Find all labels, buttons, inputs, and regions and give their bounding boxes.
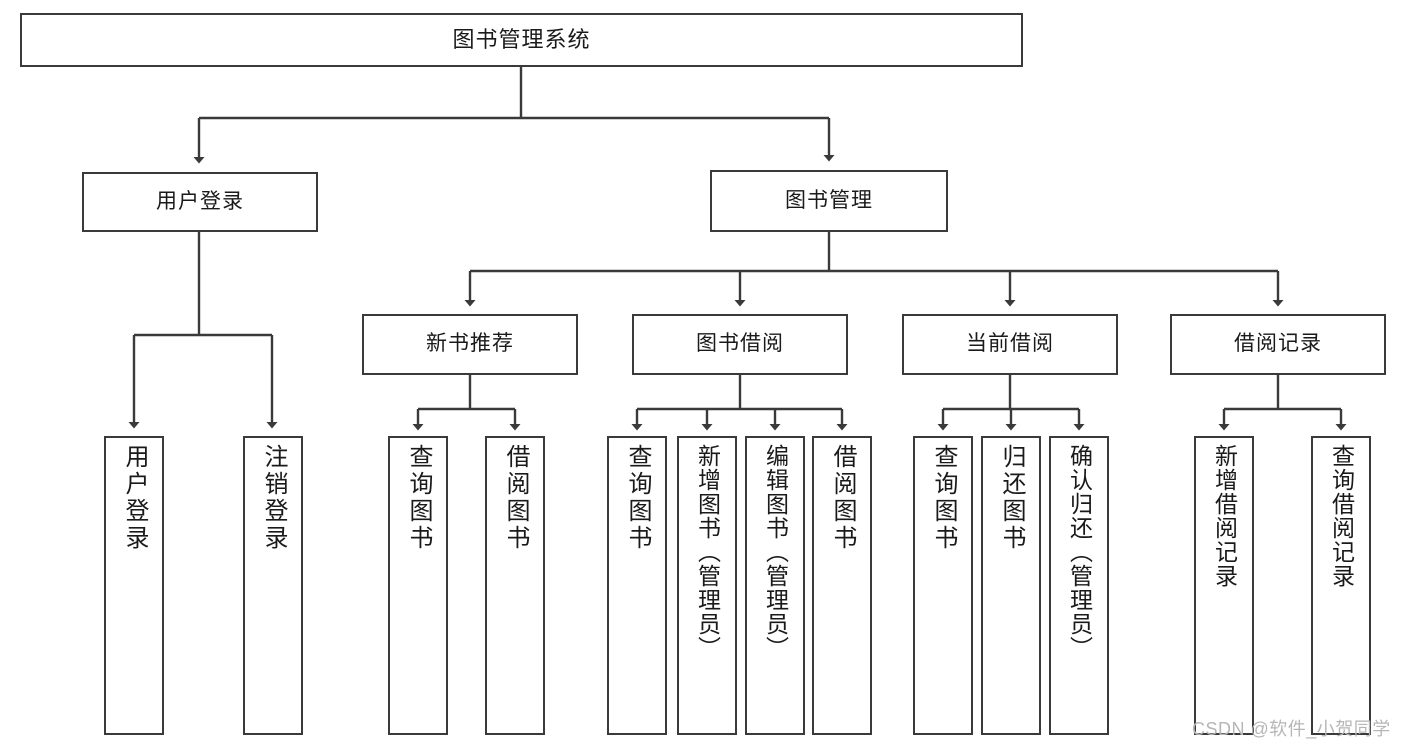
node-label: 查询借阅记录 xyxy=(1328,444,1355,588)
leaf-query-book-current[interactable]: 查询图书 xyxy=(913,436,973,735)
node-label: 查询图书 xyxy=(405,444,432,552)
node-label: 确认归还（管理员） xyxy=(1066,444,1093,660)
leaf-borrow-book-recommend[interactable]: 借阅图书 xyxy=(485,436,545,735)
leaf-edit-book-admin[interactable]: 编辑图书（管理员） xyxy=(745,436,805,735)
node-label: 新书推荐 xyxy=(426,332,514,356)
node-label: 用户登录 xyxy=(121,444,148,552)
leaf-return-book[interactable]: 归还图书 xyxy=(981,436,1041,735)
leaf-add-borrow-record[interactable]: 新增借阅记录 xyxy=(1194,436,1254,735)
leaf-query-book-recommend[interactable]: 查询图书 xyxy=(388,436,448,735)
node-label: 借阅图书 xyxy=(502,444,529,552)
leaf-add-book-admin[interactable]: 新增图书（管理员） xyxy=(677,436,737,735)
node-user-login[interactable]: 用户登录 xyxy=(82,172,318,232)
leaf-logout[interactable]: 注销登录 xyxy=(243,436,303,735)
node-label: 查询图书 xyxy=(624,444,651,552)
leaf-borrow-book[interactable]: 借阅图书 xyxy=(812,436,872,735)
csdn-watermark: CSDN @软件_小贺同学 xyxy=(1192,719,1391,739)
leaf-user-login[interactable]: 用户登录 xyxy=(104,436,164,735)
node-label: 图书借阅 xyxy=(696,332,784,356)
node-book-borrow[interactable]: 图书借阅 xyxy=(632,314,848,375)
leaf-confirm-return-admin[interactable]: 确认归还（管理员） xyxy=(1049,436,1109,735)
node-label: 图书管理 xyxy=(785,188,873,212)
leaf-query-borrow-record[interactable]: 查询借阅记录 xyxy=(1311,436,1371,735)
node-label: 新增图书（管理员） xyxy=(694,444,721,660)
node-label: 归还图书 xyxy=(998,444,1025,552)
leaf-query-book-borrow[interactable]: 查询图书 xyxy=(607,436,667,735)
node-label: 用户登录 xyxy=(156,189,244,213)
node-label: 查询图书 xyxy=(930,444,957,552)
node-root[interactable]: 图书管理系统 xyxy=(20,13,1023,67)
node-label: 当前借阅 xyxy=(966,332,1054,356)
node-current-borrow[interactable]: 当前借阅 xyxy=(902,314,1118,375)
node-label: 注销登录 xyxy=(260,444,287,552)
node-new-book-recommendation[interactable]: 新书推荐 xyxy=(362,314,578,375)
node-label: 借阅记录 xyxy=(1234,332,1322,356)
node-borrow-record[interactable]: 借阅记录 xyxy=(1170,314,1386,375)
node-label: 图书管理系统 xyxy=(452,27,591,53)
node-book-management[interactable]: 图书管理 xyxy=(710,170,948,232)
node-label: 新增借阅记录 xyxy=(1211,444,1238,588)
node-label: 借阅图书 xyxy=(829,444,856,552)
node-label: 编辑图书（管理员） xyxy=(762,444,789,660)
